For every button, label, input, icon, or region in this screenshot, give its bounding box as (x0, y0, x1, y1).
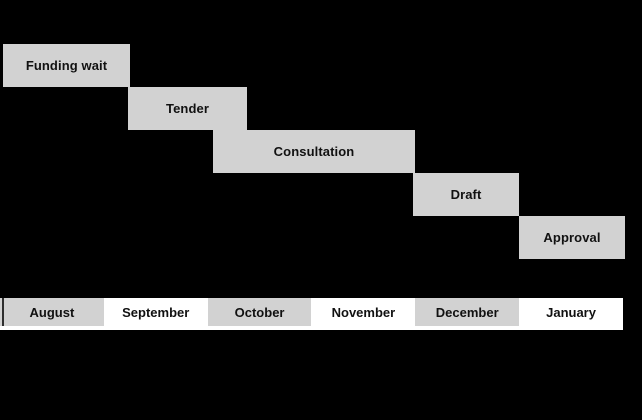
month-label: November (331, 304, 396, 320)
month-label: August (29, 304, 75, 320)
month-label: December (435, 304, 499, 320)
month-cell-november: November (311, 298, 416, 326)
gantt-bar-consultation: Consultation (213, 130, 415, 173)
gantt-bar-draft: Draft (413, 173, 519, 216)
task-label: Tender (166, 101, 209, 116)
month-cell-october: October (207, 298, 312, 326)
month-label: January (546, 304, 596, 320)
axis-left-tick-line (2, 298, 4, 326)
task-label: Funding wait (25, 58, 108, 73)
task-label: Draft (450, 187, 482, 202)
gantt-bar-tender: Tender (128, 87, 247, 130)
month-cells: August September October November December Ja… (0, 298, 623, 326)
month-axis: August September October November December Ja… (0, 298, 623, 330)
month-label: September (122, 304, 190, 320)
task-label: Consultation (273, 144, 355, 159)
month-cell-august: August (0, 298, 104, 326)
month-label: October (234, 304, 285, 320)
month-cell-december: December (415, 298, 520, 326)
month-cell-january: January (519, 298, 623, 326)
month-cell-september: September (103, 298, 208, 326)
gantt-bar-funding-wait: Funding wait (3, 44, 130, 87)
gantt-bar-approval: Approval (519, 216, 625, 259)
task-label: Approval (543, 230, 601, 245)
